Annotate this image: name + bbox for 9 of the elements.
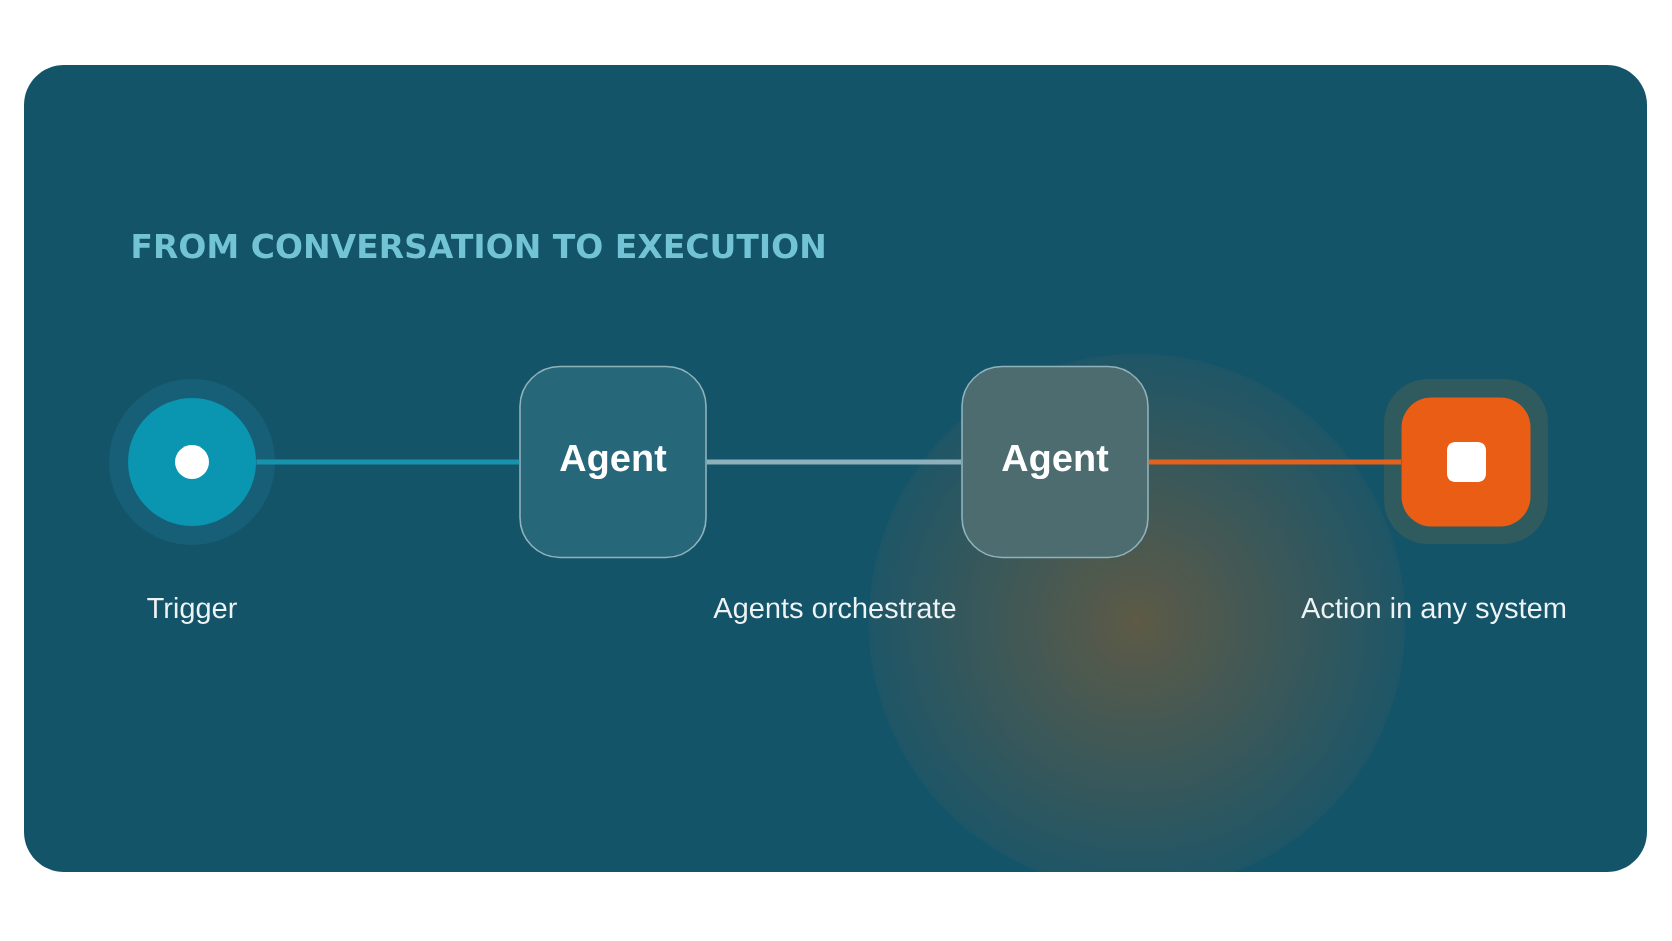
connector-line (706, 459, 962, 465)
connector-line (1148, 459, 1402, 465)
heading: FROM CONVERSATION TO EXECUTION (133, 233, 824, 259)
agent-box: Agent (961, 365, 1149, 559)
node-caption: Action in any system (1301, 597, 1566, 624)
connector-line (256, 459, 520, 465)
node-caption: Trigger (147, 597, 237, 624)
step-label: Agents orchestrate (713, 597, 956, 624)
agent-box: Agent (519, 365, 707, 559)
